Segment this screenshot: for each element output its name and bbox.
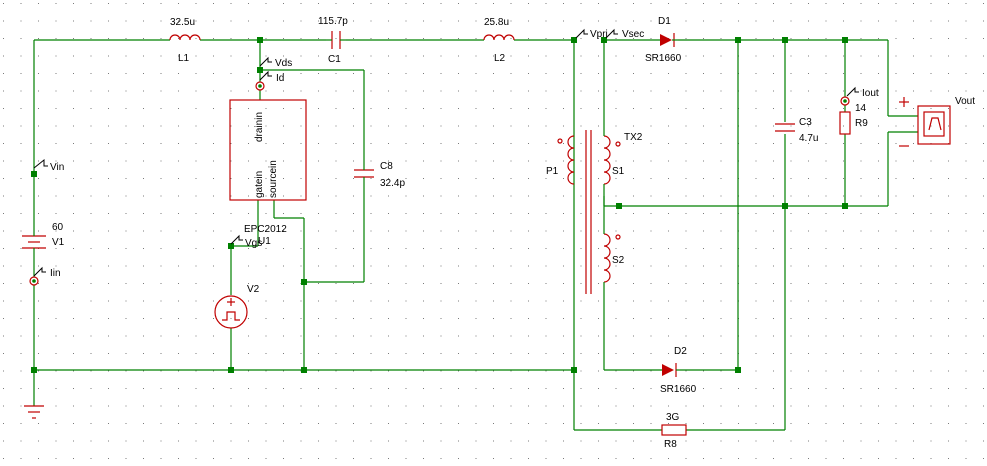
probe-vsec[interactable]: Vsec <box>605 28 644 40</box>
transistor-pin-gate: gatein <box>254 171 265 198</box>
probe-flag-icon <box>33 266 46 277</box>
inductor-l1-coil <box>169 34 201 41</box>
probe-flag-icon <box>605 28 618 39</box>
voltmeter-vout[interactable]: Vout <box>899 96 975 147</box>
probe-vds-label: Vds <box>275 58 292 69</box>
ammeter-iout[interactable] <box>840 96 850 106</box>
inductor-l2[interactable]: 25.8u L2 <box>483 17 515 64</box>
probe-vin-label: Vin <box>50 162 64 173</box>
source-v1-value: 60 <box>52 222 64 233</box>
transformer-primary-label: P1 <box>546 166 559 177</box>
resistor-r8-body <box>661 424 687 436</box>
source-v2-name: V2 <box>247 284 260 295</box>
capacitor-c1-value: 115.7p <box>318 16 348 27</box>
transformer-s1-label: S1 <box>612 166 625 177</box>
transistor-part: EPC2012 <box>244 224 287 235</box>
probe-iin-label: Iin <box>50 268 61 279</box>
resistor-r8-value: 3G <box>666 412 680 423</box>
resistor-r9-value: 14 <box>855 103 867 114</box>
probe-flag-icon <box>575 28 588 39</box>
ammeter-id[interactable] <box>255 81 265 91</box>
voltmeter-screen <box>923 111 945 137</box>
transistor-ref: U1 <box>258 236 271 247</box>
secondary-winding-2 <box>603 233 611 283</box>
inductor-l1-value: 32.5u <box>170 17 195 28</box>
diode-d2[interactable]: D2 SR1660 <box>660 346 697 395</box>
pulse-wave-icon <box>222 311 240 321</box>
diode-d2-triangle <box>662 364 674 376</box>
probe-vgs-label: Vgs <box>245 238 262 249</box>
inductor-l2-coil <box>483 34 515 41</box>
polarity-dot-s2 <box>615 234 621 240</box>
probe-id-label: Id <box>276 73 284 84</box>
capacitor-c3[interactable]: C3 4.7u <box>775 117 818 144</box>
secondary-winding-1 <box>603 135 611 185</box>
scope-wave-icon <box>928 117 942 131</box>
source-v2-circle <box>214 295 248 329</box>
primary-winding <box>567 135 575 185</box>
capacitor-c1-name: C1 <box>328 54 341 65</box>
resistor-r8-name: R8 <box>664 439 677 450</box>
diode-d1-triangle <box>660 34 672 46</box>
probe-flag-icon <box>259 70 272 81</box>
capacitor-c8-value: 32.4p <box>380 178 405 189</box>
probe-flag-icon <box>846 86 859 97</box>
capacitor-c1[interactable]: 115.7p C1 <box>318 16 348 65</box>
inductor-l2-name: L2 <box>494 53 506 64</box>
transistor-body <box>229 99 307 201</box>
source-v1-name: V1 <box>52 237 65 248</box>
probe-vgs[interactable]: Vgs <box>230 234 262 249</box>
probe-vpri-label: Vpri <box>590 29 608 40</box>
diode-d2-name: D2 <box>674 346 687 357</box>
capacitor-c3-name: C3 <box>799 117 812 128</box>
probe-vds[interactable]: Vds <box>259 56 292 69</box>
probe-vpri[interactable]: Vpri <box>575 28 608 40</box>
voltmeter-body <box>917 105 951 145</box>
transistor-pin-source: sourcein <box>268 160 279 198</box>
probe-iin[interactable]: Iin <box>33 266 61 279</box>
ground-icon <box>24 405 44 419</box>
probe-flag-icon <box>230 234 243 245</box>
diode-d2-part: SR1660 <box>660 384 697 395</box>
probe-vsec-label: Vsec <box>622 29 644 40</box>
polarity-dot-s1 <box>615 141 621 147</box>
probe-flag-icon <box>259 56 272 67</box>
inductor-l1[interactable]: 32.5u L1 <box>169 17 201 64</box>
transformer-name: TX2 <box>624 132 643 143</box>
transistor-pin-drain: drainin <box>254 112 265 142</box>
transformer-s2-label: S2 <box>612 255 625 266</box>
inductor-l1-name: L1 <box>178 53 190 64</box>
capacitor-c3-value: 4.7u <box>799 133 818 144</box>
source-v1[interactable]: 60 V1 <box>22 222 65 260</box>
inductor-l2-value: 25.8u <box>484 17 509 28</box>
resistor-r9-body <box>839 111 851 135</box>
ammeter-iin[interactable] <box>29 276 39 286</box>
probe-vin[interactable]: Vin <box>33 158 64 173</box>
resistor-r9-name: R9 <box>855 118 868 129</box>
capacitor-c8[interactable]: C8 32.4p <box>354 160 405 189</box>
probe-iout[interactable]: Iout <box>846 86 879 99</box>
diode-d1-part: SR1660 <box>645 53 682 64</box>
source-v2[interactable]: V2 <box>214 284 260 329</box>
probe-vout-label: Vout <box>955 96 975 107</box>
probe-iout-label: Iout <box>862 88 879 99</box>
junctions <box>31 37 848 373</box>
resistor-r9[interactable]: 14 R9 <box>839 103 868 135</box>
transformer-tx2[interactable]: P1 TX2 S1 S2 <box>546 130 643 294</box>
capacitor-c8-name: C8 <box>380 161 393 172</box>
resistor-r8[interactable]: 3G R8 <box>661 412 687 450</box>
transistor-epc2012[interactable]: drainin gatein sourcein EPC2012 U1 <box>229 99 307 247</box>
probe-id[interactable]: Id <box>259 70 284 84</box>
probe-flag-icon <box>33 158 48 169</box>
polarity-dot-primary <box>557 138 563 144</box>
diode-d1-name: D1 <box>658 16 671 27</box>
diode-d1[interactable]: D1 SR1660 <box>645 16 682 64</box>
